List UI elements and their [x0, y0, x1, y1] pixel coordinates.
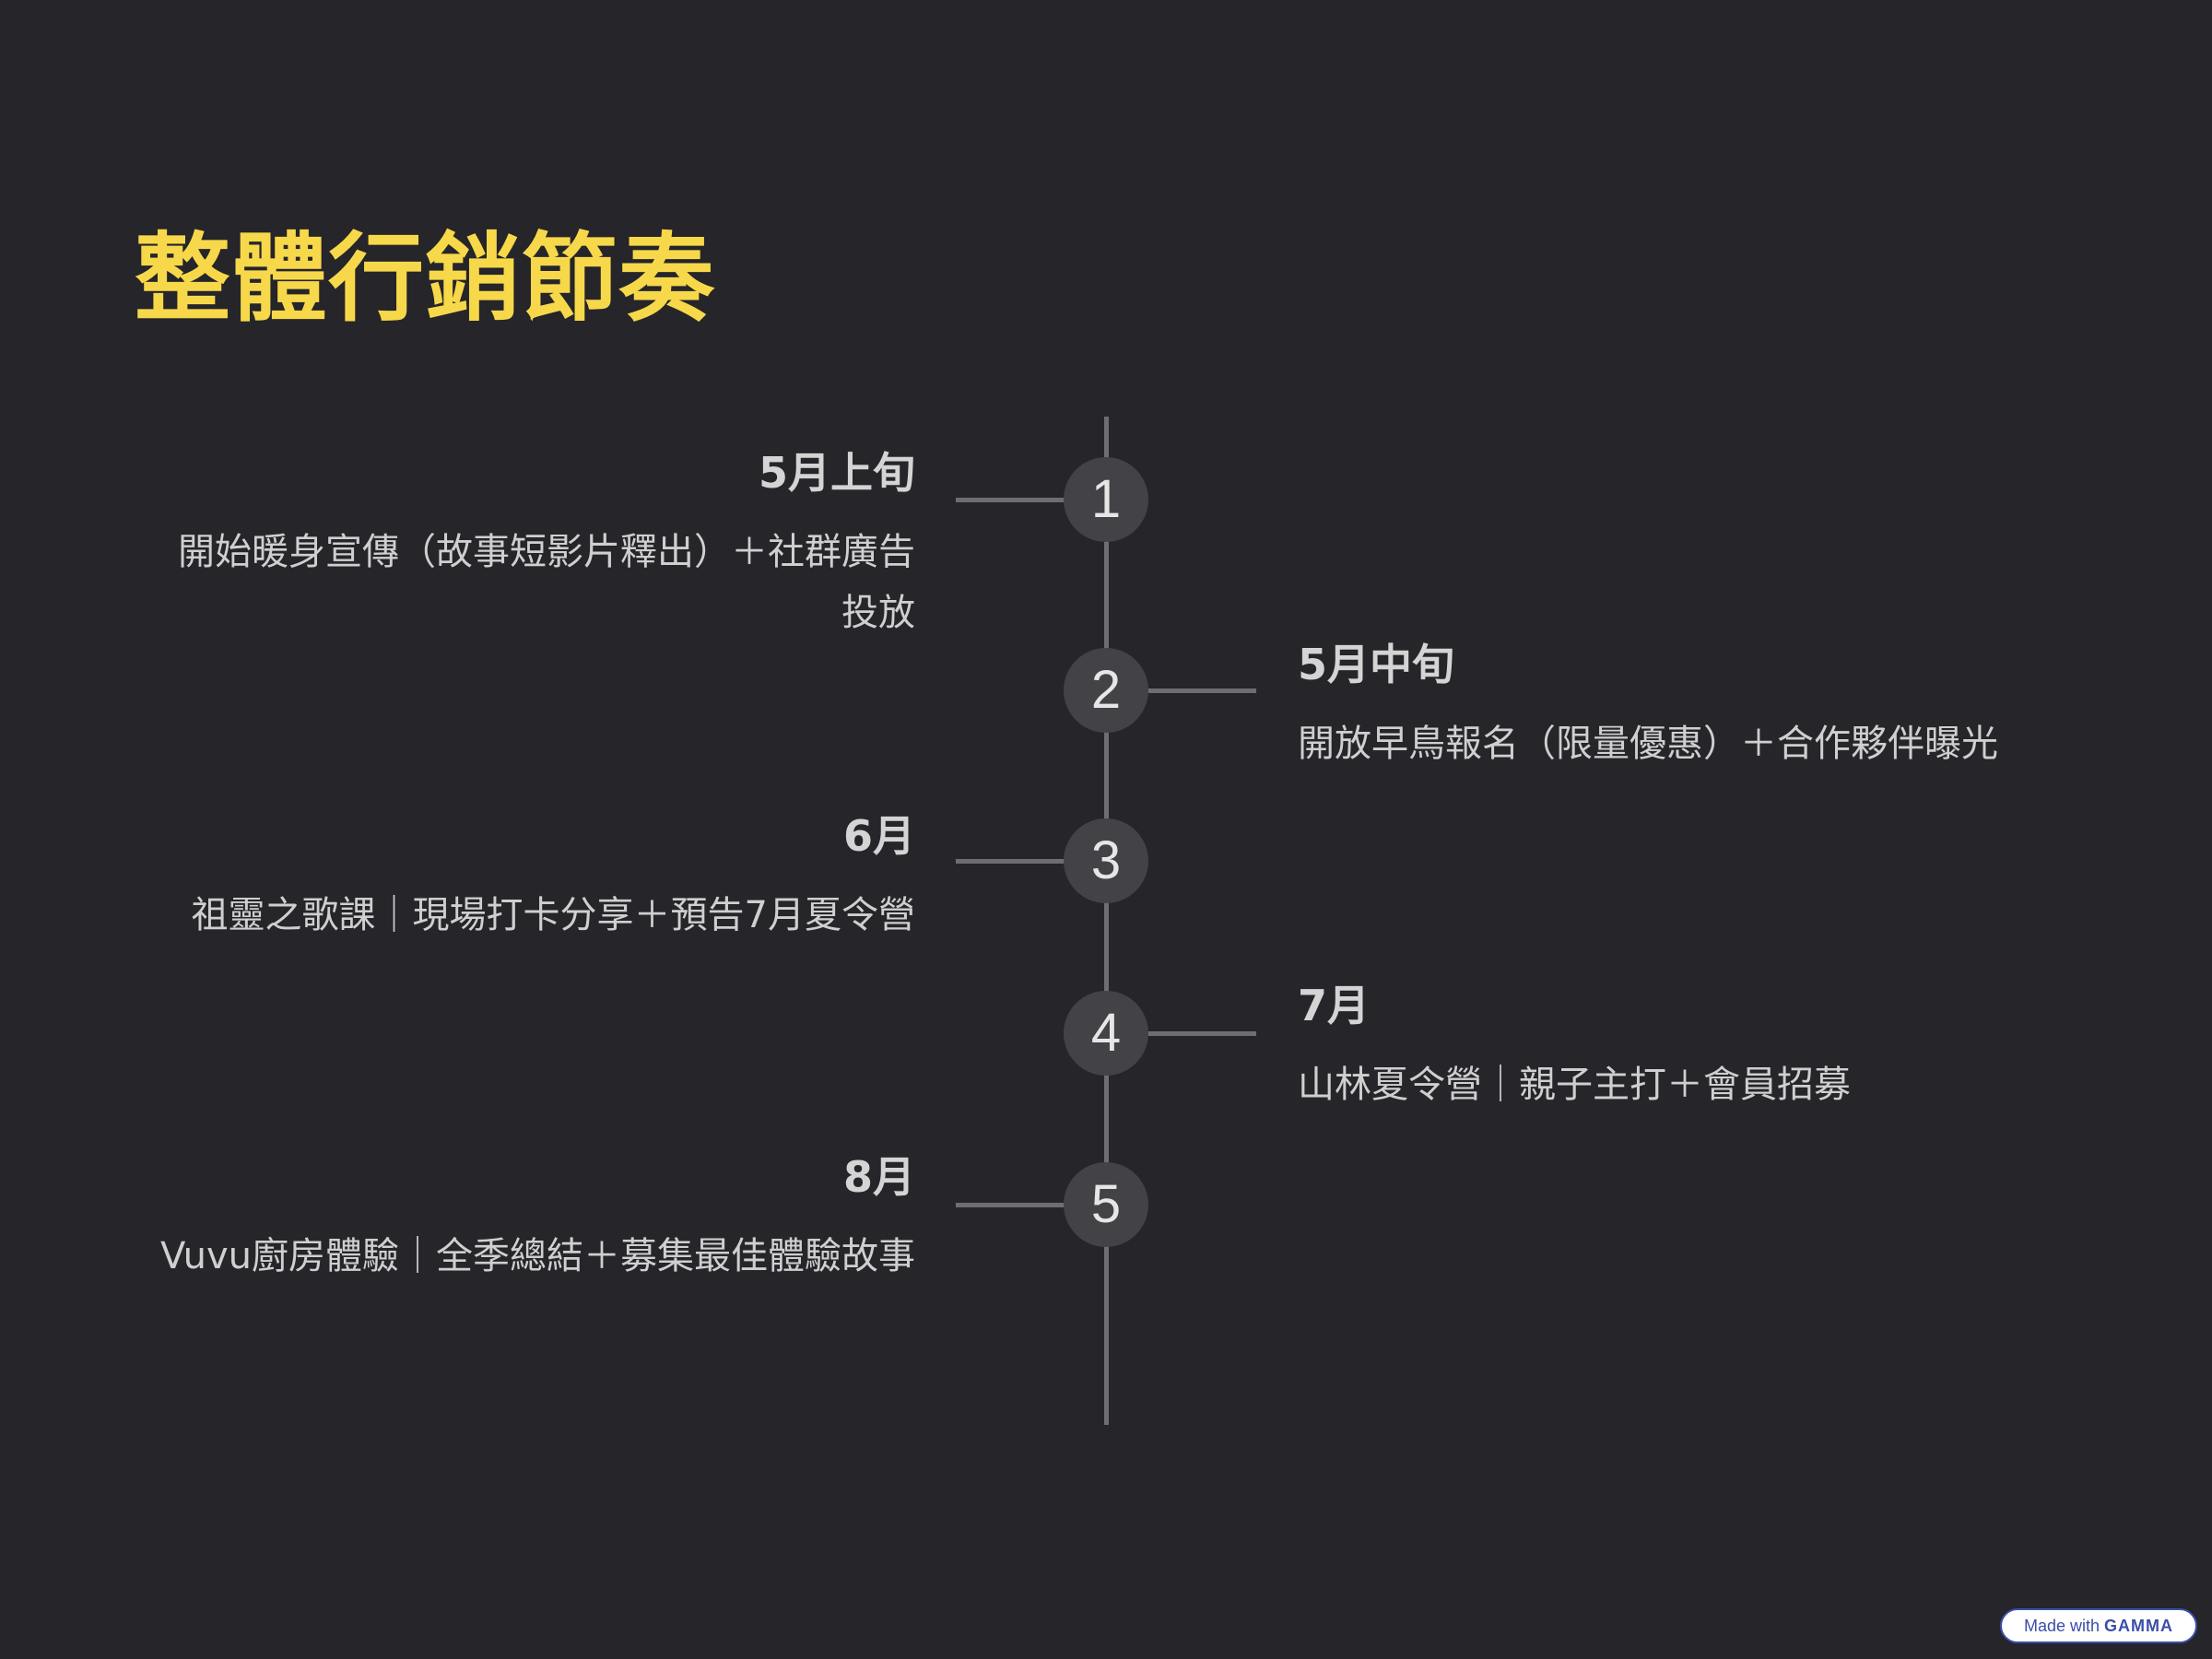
timeline-connector-3: [956, 859, 1065, 864]
timeline-entry-description: 祖靈之歌課｜現場打卡分享＋預告7月夏令營: [191, 893, 915, 936]
timeline-connector-5: [956, 1203, 1065, 1207]
timeline-entry-4: 7月 山林夏令營｜親子主打＋會員招募: [1298, 979, 2072, 1115]
timeline-entry-5: 8月 Vuvu廚房體驗｜全季總結＋募集最佳體驗故事: [138, 1150, 915, 1287]
timeline-entry-3: 6月 祖靈之歌課｜現場打卡分享＋預告7月夏令營: [138, 809, 915, 946]
made-with-gamma-badge[interactable]: Made with GAMMA: [2000, 1608, 2197, 1643]
timeline-node-5: 5: [1064, 1162, 1148, 1247]
timeline-node-2: 2: [1064, 648, 1148, 733]
gamma-logo: GAMMA: [2104, 1617, 2174, 1635]
timeline-entry-date: 5月中旬: [1298, 640, 1455, 689]
timeline-connector-1: [956, 498, 1065, 502]
timeline-entry-2: 5月中旬 開放早鳥報名（限量優惠）＋合作夥伴曝光: [1298, 638, 2072, 774]
timeline-node-4: 4: [1064, 991, 1148, 1076]
timeline-connector-2: [1147, 688, 1256, 693]
timeline-spine: [1104, 417, 1109, 1425]
timeline-entry-description: 開始暖身宣傳（故事短影片釋出）＋社群廣告投放: [178, 530, 915, 634]
timeline-entry-description: 山林夏令營｜親子主打＋會員招募: [1298, 1063, 1851, 1106]
timeline-connector-4: [1147, 1031, 1256, 1036]
timeline-node-3: 3: [1064, 818, 1148, 903]
timeline-entry-date: 8月: [842, 1152, 915, 1202]
timeline-entry-description: Vuvu廚房體驗｜全季總結＋募集最佳體驗故事: [159, 1234, 915, 1277]
timeline-entry-description: 開放早鳥報名（限量優惠）＋合作夥伴曝光: [1298, 722, 1998, 765]
timeline-entry-1: 5月上旬 開始暖身宣傳（故事短影片釋出）＋社群廣告投放: [138, 446, 915, 643]
timeline-node-1: 1: [1064, 457, 1148, 542]
made-with-label: Made with: [2023, 1617, 2100, 1635]
timeline-entry-date: 5月上旬: [758, 448, 915, 498]
page-title: 整體行銷節奏: [135, 222, 716, 335]
timeline-entry-date: 7月: [1298, 981, 1371, 1030]
timeline-entry-date: 6月: [842, 811, 915, 861]
